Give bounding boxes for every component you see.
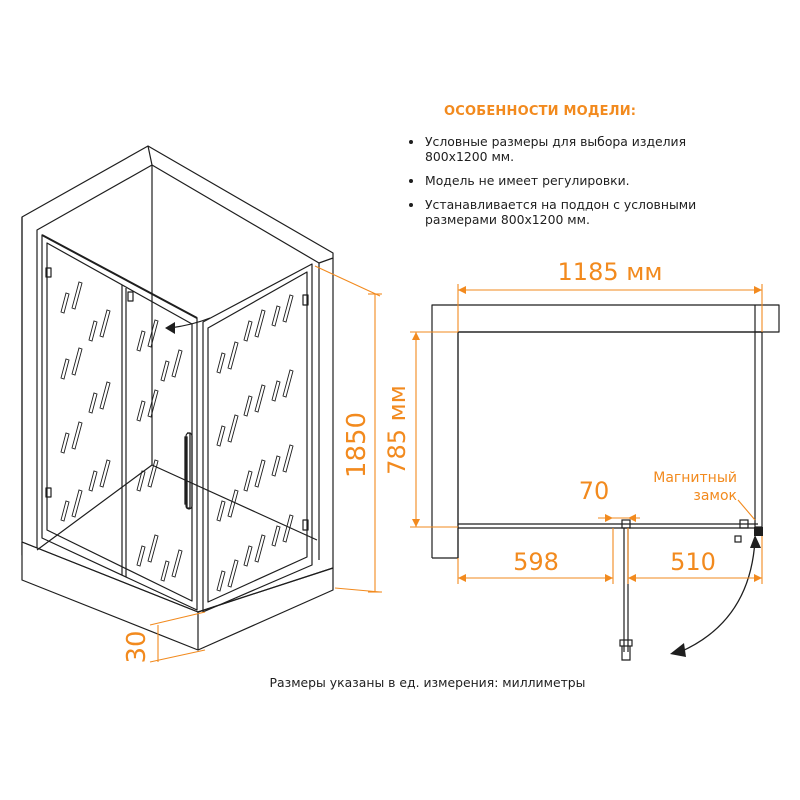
tray-height-label: 30 bbox=[122, 630, 152, 663]
swing-arrow-head-top bbox=[750, 535, 761, 548]
door-width-label: 598 bbox=[513, 548, 559, 576]
model-features: ОСОБЕННОСТИ МОДЕЛИ: Условные размеры для… bbox=[408, 104, 738, 236]
swing-arrow-head-bottom bbox=[670, 643, 686, 657]
plan-corner-post bbox=[754, 527, 763, 536]
side-glass-panel bbox=[202, 263, 313, 613]
door-swing-arrow-plan bbox=[679, 539, 756, 653]
top-width-label: 1185 мм bbox=[558, 258, 663, 286]
arrow-head bbox=[165, 322, 175, 334]
glass-glare-pattern bbox=[60, 281, 294, 592]
tray-height-dimension bbox=[149, 611, 206, 663]
fixed-panel-width-label: 510 bbox=[670, 548, 716, 576]
depth-label: 785 мм bbox=[383, 385, 411, 475]
front-glass-panel bbox=[41, 234, 198, 611]
feature-item: Устанавливается на поддон с условными ра… bbox=[408, 197, 738, 227]
magnetic-lock-label-line2: замок bbox=[693, 488, 737, 504]
gap-label: 70 bbox=[579, 477, 610, 505]
height-label: 1850 bbox=[342, 412, 372, 478]
units-note: Размеры указаны в ед. измерения: миллиме… bbox=[269, 675, 586, 690]
feature-item: Условные размеры для выбора изделия 800x… bbox=[408, 134, 738, 164]
feature-item: Модель не имеет регулировки. bbox=[408, 173, 738, 188]
features-list: Условные размеры для выбора изделия 800x… bbox=[408, 134, 738, 227]
door-handle-bar bbox=[185, 432, 193, 510]
magnetic-lock-label-line1: Магнитный bbox=[653, 470, 737, 486]
features-title: ОСОБЕННОСТИ МОДЕЛИ: bbox=[444, 104, 637, 119]
door-handle bbox=[184, 432, 191, 509]
shower-tray bbox=[21, 464, 334, 651]
plan-dimensions bbox=[410, 284, 763, 584]
plan-dimension-arrows bbox=[412, 286, 762, 582]
height-dimension bbox=[314, 265, 382, 593]
